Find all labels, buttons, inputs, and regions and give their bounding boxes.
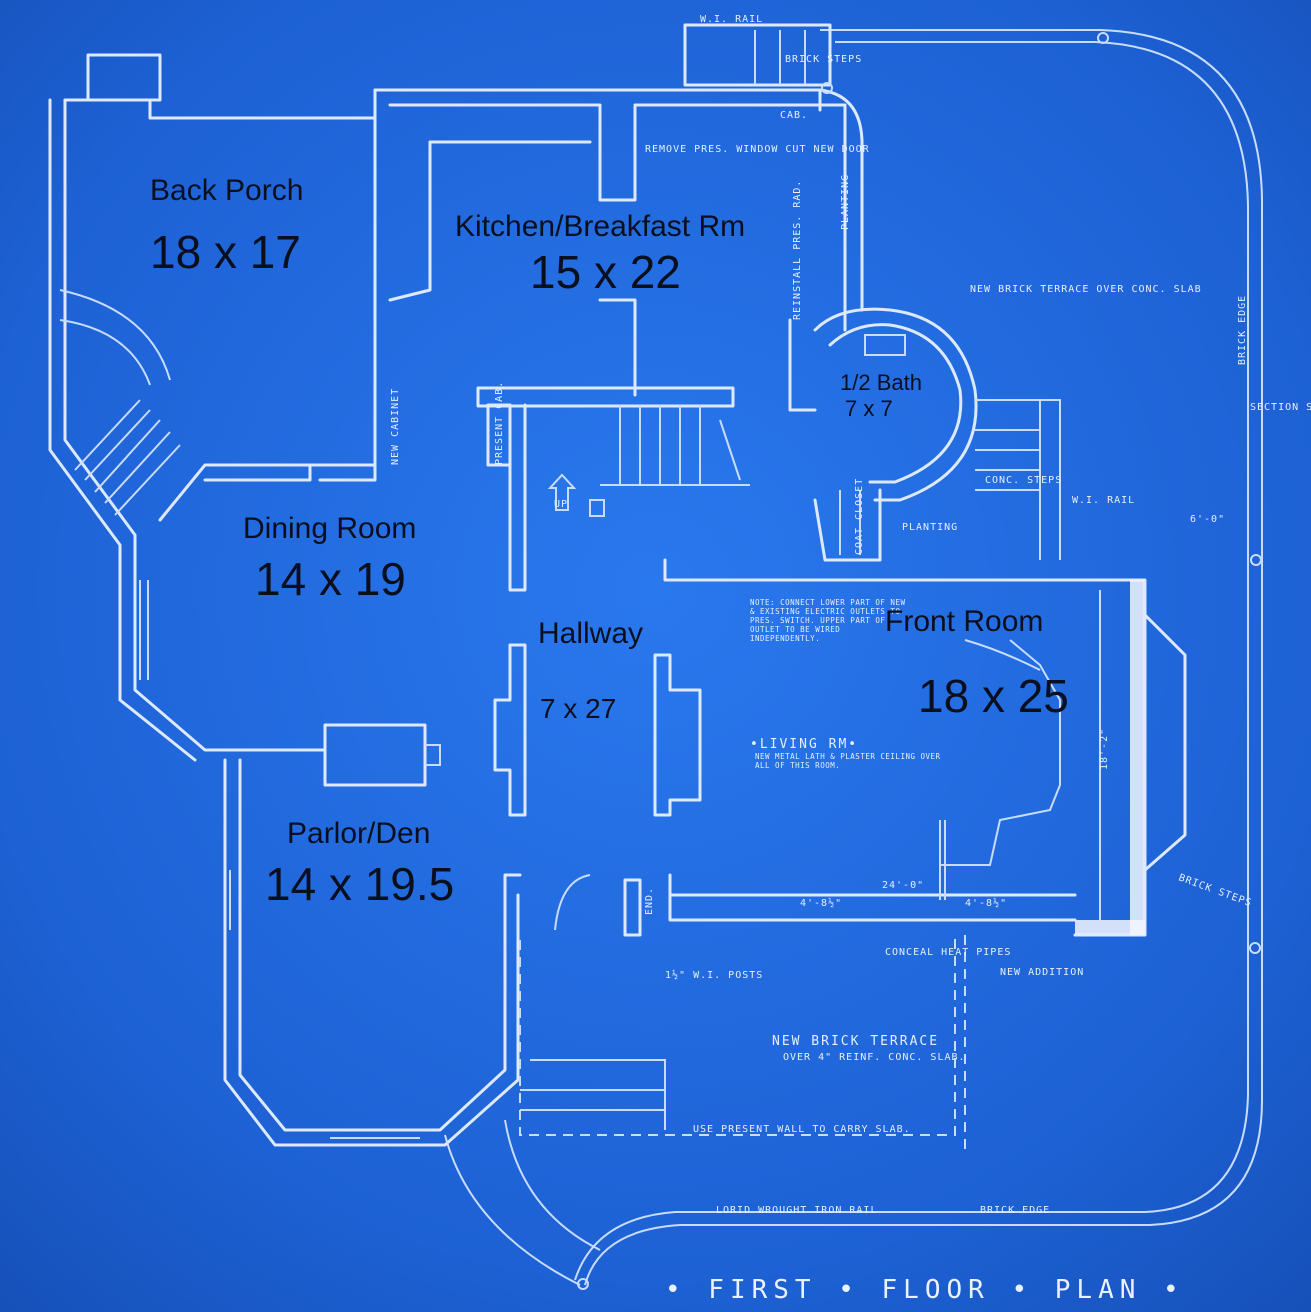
note-end: END.	[644, 887, 655, 915]
note-up: UP	[554, 499, 568, 510]
note-new-brick-terrace-bottom: NEW BRICK TERRACE	[772, 1034, 939, 1049]
note-new-addition: NEW ADDITION	[1000, 967, 1084, 978]
note-brick-edge-bottom: BRICK EDGE	[980, 1205, 1050, 1216]
note-new-brick-terrace-top: NEW BRICK TERRACE OVER CONC. SLAB	[970, 284, 1202, 295]
living-room-walls	[663, 558, 1187, 937]
room-dims-front-room: 18 x 25	[918, 670, 1069, 722]
back-porch-walls	[48, 53, 377, 762]
note-wi-posts: 1½" W.I. POSTS	[665, 969, 763, 981]
dim-4-8-a: 4'-8½"	[800, 897, 842, 909]
note-planting-mid: PLANTING	[902, 522, 958, 533]
terrace-outer-rail	[574, 41, 1249, 1281]
note-conc-steps: CONC. STEPS	[985, 475, 1062, 486]
room-dims-half-bath: 7 x 7	[845, 396, 893, 421]
room-dims-parlor: 14 x 19.5	[265, 858, 454, 910]
note-wi-rail-top: W.I. RAIL	[700, 14, 763, 25]
note-section: SECTION SEE SH.	[1250, 402, 1311, 413]
dim-4-8-b: 4'-8½"	[965, 897, 1007, 909]
label-living-rm: •LIVING RM•	[750, 737, 858, 752]
plan-title: • FIRST • FLOOR • PLAN •	[665, 1275, 1185, 1305]
note-reinstall-rad: REINSTALL PRES. RAD.	[792, 180, 803, 320]
rear-brick-steps	[683, 23, 864, 332]
electrical-note: NOTE: CONNECT LOWER PART OF NEW & EXISTI…	[750, 598, 905, 643]
terrace-brick-edge	[584, 29, 1263, 1286]
note-brick-edge-right: BRICK EDGE	[1237, 295, 1248, 365]
room-name-parlor: Parlor/Den	[287, 817, 430, 850]
note-coat-closet: COAT CLOSET	[854, 478, 865, 555]
front-conc-steps	[975, 399, 1061, 560]
note-wrought-iron: LORID WROUGHT IRON RAIL	[716, 1205, 877, 1216]
room-name-hallway: Hallway	[538, 617, 643, 650]
dim-24-0: 24'-0"	[882, 880, 924, 891]
room-dims-kitchen: 15 x 22	[530, 246, 681, 298]
dim-18-2: 18'-2"	[1099, 728, 1110, 770]
note-use-present-wall: USE PRESENT WALL TO CARRY SLAB.	[693, 1124, 911, 1135]
note-present-cab: PRESENT CAB.	[494, 381, 505, 465]
room-name-half-bath: 1/2 Bath	[840, 370, 922, 395]
room-dims-dining: 14 x 19	[255, 553, 406, 605]
new-wall-hatch-bottom	[1075, 920, 1145, 934]
dining-room-walls	[139, 463, 377, 680]
note-wi-rail-mid: W.I. RAIL	[1072, 495, 1135, 506]
dim-6-0: 6'-0"	[1190, 514, 1225, 525]
note-terrace-slab: OVER 4" REINF. CONC. SLAB.	[783, 1052, 966, 1063]
room-name-front-room: Front Room	[885, 605, 1043, 638]
parlor-walls	[223, 758, 642, 1147]
note-remove-window: REMOVE PRES. WINDOW CUT NEW DOOR	[645, 144, 870, 155]
front-terrace	[519, 935, 966, 1150]
room-name-dining: Dining Room	[243, 512, 416, 545]
ceiling-note: NEW METAL LATH & PLASTER CEILING OVER AL…	[755, 752, 940, 770]
half-bath-walls	[788, 307, 978, 562]
note-cab: CAB.	[780, 110, 808, 121]
room-name-kitchen: Kitchen/Breakfast Rm	[455, 210, 745, 243]
stair-up-arrow	[547, 473, 605, 517]
new-wall-hatch-right	[1130, 580, 1144, 935]
note-brick-steps: BRICK STEPS	[785, 54, 862, 65]
room-dims-hallway: 7 x 27	[540, 693, 616, 724]
curved-walk	[444, 1119, 601, 1286]
hallway-walls	[323, 643, 702, 817]
room-name-back-porch: Back Porch	[150, 174, 303, 207]
note-planting-top: PLANTING	[840, 174, 851, 230]
note-new-cabinet: NEW CABINET	[390, 388, 401, 465]
room-dims-back-porch: 18 x 17	[150, 226, 301, 278]
marker-circles	[577, 32, 1262, 1290]
note-conceal-heat: CONCEAL HEAT PIPES	[885, 947, 1011, 958]
